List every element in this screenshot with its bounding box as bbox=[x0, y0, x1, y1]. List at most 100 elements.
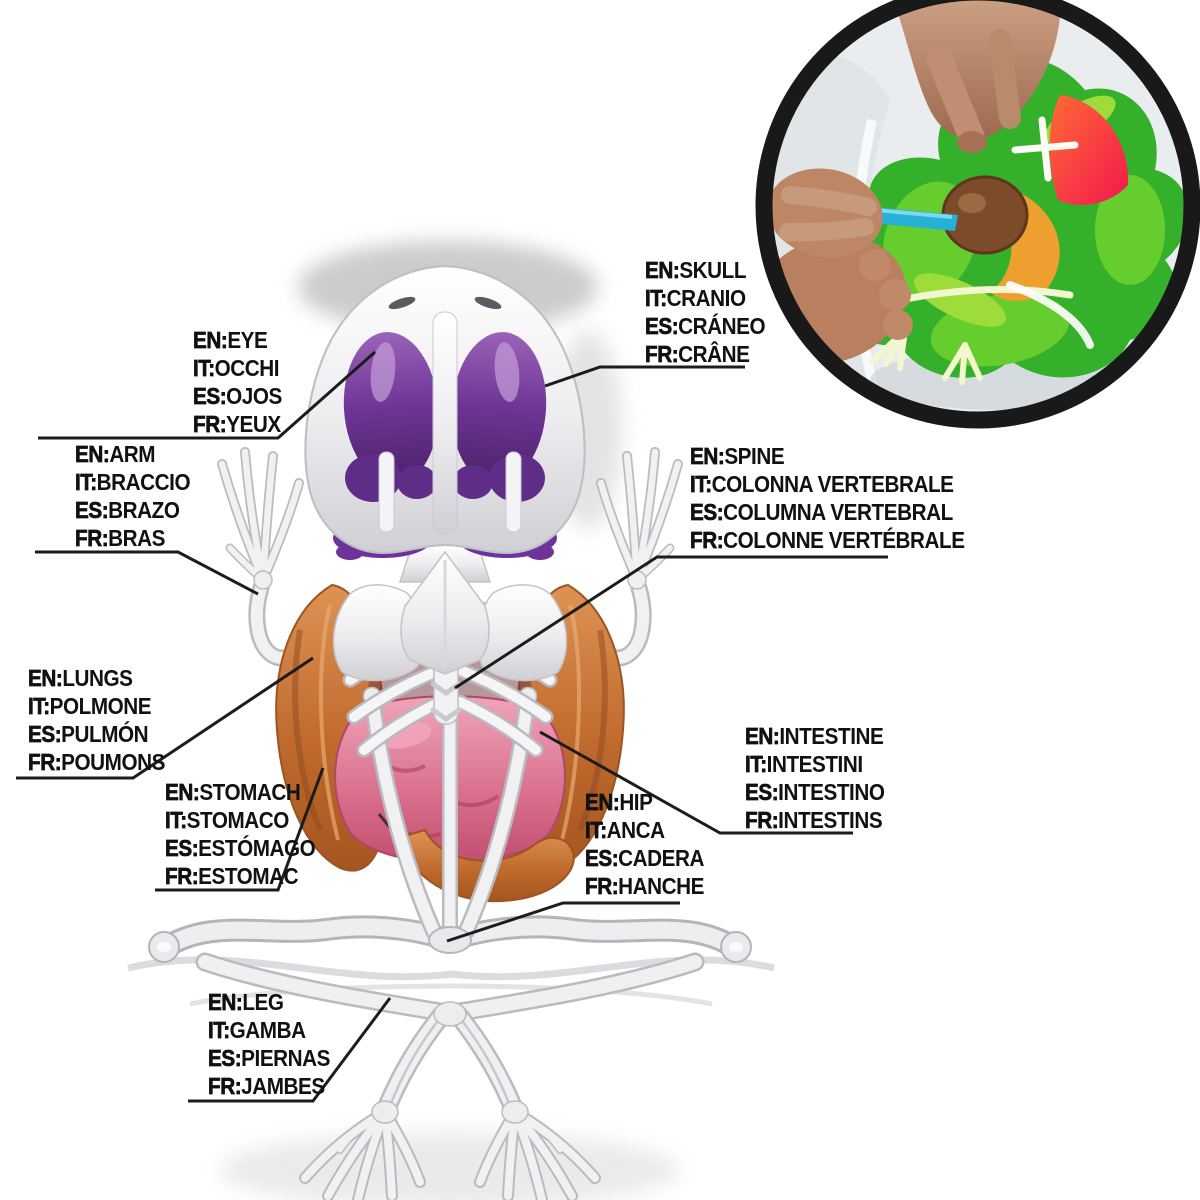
inset-ring bbox=[755, 0, 1200, 429]
gel-skeleton-bones bbox=[869, 116, 1094, 385]
lang-prefix: ES: bbox=[28, 721, 62, 748]
lang-prefix: EN: bbox=[165, 779, 200, 806]
lang-prefix: IT: bbox=[28, 693, 51, 720]
lang-prefix: FR: bbox=[645, 341, 679, 368]
label-spine-fr: COLONNE VERTÉBRALE bbox=[723, 527, 965, 553]
lang-prefix: ES: bbox=[165, 835, 199, 862]
label-stomach: EN:STOMACH IT:STOMACO ES:ESTÓMAGO FR:EST… bbox=[165, 778, 316, 890]
label-hip-it: ANCA bbox=[606, 817, 665, 843]
leader-leg bbox=[188, 997, 392, 1103]
lang-prefix: EN: bbox=[745, 723, 780, 750]
label-lungs: EN:LUNGS IT:POLMONE ES:PULMÓN FR:POUMONS bbox=[28, 664, 166, 776]
lang-prefix: ES: bbox=[585, 845, 619, 872]
lang-prefix: EN: bbox=[28, 665, 63, 692]
lang-prefix: EN: bbox=[75, 441, 110, 468]
lang-prefix: ES: bbox=[690, 499, 724, 526]
inset-photo bbox=[755, 0, 1200, 429]
label-spine-es: COLUMNA VERTEBRAL bbox=[723, 499, 953, 525]
leader-eye bbox=[38, 350, 376, 440]
nostril-left bbox=[388, 296, 416, 310]
label-stomach-it: STOMACO bbox=[186, 807, 290, 833]
lang-prefix: EN: bbox=[208, 989, 243, 1016]
label-stomach-es: ESTÓMAGO bbox=[198, 835, 316, 861]
lang-prefix: IT: bbox=[193, 355, 216, 382]
label-skull-es: CRÁNEO bbox=[678, 313, 766, 339]
lang-prefix: IT: bbox=[165, 807, 188, 834]
label-hip-fr: HANCHE bbox=[618, 873, 704, 899]
label-lungs-it: POLMONE bbox=[49, 693, 152, 719]
lang-prefix: ES: bbox=[745, 779, 779, 806]
lang-prefix: FR: bbox=[745, 807, 779, 834]
lang-prefix: IT: bbox=[745, 751, 768, 778]
lang-prefix: ES: bbox=[645, 313, 679, 340]
lang-prefix: EN: bbox=[585, 789, 620, 816]
lang-prefix: ES: bbox=[193, 383, 227, 410]
label-arm-en: ARM bbox=[109, 441, 156, 467]
lang-prefix: IT: bbox=[75, 469, 98, 496]
label-skull-fr: CRÂNE bbox=[678, 341, 750, 367]
lang-prefix: IT: bbox=[208, 1017, 231, 1044]
label-intestine-it: INTESTINI bbox=[766, 751, 863, 777]
label-eye: EN:EYE IT:OCCHI ES:OJOS FR:YEUX bbox=[193, 326, 283, 438]
label-leg-it: GAMBA bbox=[229, 1017, 306, 1043]
frog-pelvis bbox=[362, 686, 538, 954]
label-arm-fr: BRAS bbox=[108, 525, 165, 551]
leader-stomach bbox=[155, 767, 325, 892]
eye-sockets-purple bbox=[343, 332, 547, 502]
lang-prefix: EN: bbox=[645, 257, 680, 284]
leader-intestine bbox=[539, 730, 853, 835]
lang-prefix: FR: bbox=[75, 525, 109, 552]
label-eye-it: OCCHI bbox=[214, 355, 280, 381]
leader-lungs bbox=[16, 656, 314, 780]
leader-lines bbox=[16, 350, 888, 1103]
label-spine-it: COLONNA VERTEBRALE bbox=[711, 471, 954, 497]
lang-prefix: FR: bbox=[690, 527, 724, 554]
leader-skull bbox=[544, 365, 745, 388]
lang-prefix: FR: bbox=[28, 749, 62, 776]
lang-prefix: IT: bbox=[690, 471, 713, 498]
label-hip: EN:HIP IT:ANCA ES:CADERA FR:HANCHE bbox=[585, 788, 705, 900]
label-intestine: EN:INTESTINE IT:INTESTINI ES:INTESTINO F… bbox=[745, 722, 885, 834]
label-intestine-es: INTESTINO bbox=[778, 779, 885, 805]
label-leg-fr: JAMBES bbox=[241, 1073, 325, 1099]
label-leg-en: LEG bbox=[242, 989, 284, 1015]
label-arm: EN:ARM IT:BRACCIO ES:BRAZO FR:BRAS bbox=[75, 440, 191, 552]
leader-hip bbox=[446, 901, 680, 943]
lang-prefix: FR: bbox=[208, 1073, 242, 1100]
label-hip-en: HIP bbox=[619, 789, 653, 815]
lang-prefix: FR: bbox=[193, 411, 227, 438]
label-eye-en: EYE bbox=[227, 327, 268, 353]
lang-prefix: EN: bbox=[690, 443, 725, 470]
lang-prefix: ES: bbox=[208, 1045, 242, 1072]
lang-prefix: FR: bbox=[585, 873, 619, 900]
frog-shoulder-girdle bbox=[332, 544, 568, 682]
lang-prefix: ES: bbox=[75, 497, 109, 524]
label-stomach-fr: ESTOMAC bbox=[198, 863, 299, 889]
label-arm-it: BRACCIO bbox=[96, 469, 191, 495]
label-lungs-es: PULMÓN bbox=[61, 721, 149, 747]
nostril-right bbox=[474, 296, 502, 310]
frog-skull bbox=[304, 264, 586, 560]
lang-prefix: EN: bbox=[193, 327, 228, 354]
lang-prefix: IT: bbox=[645, 285, 668, 312]
label-spine-en: SPINE bbox=[724, 443, 785, 469]
label-hip-es: CADERA bbox=[618, 845, 705, 871]
label-skull: EN:SKULL IT:CRANIO ES:CRÁNEO FR:CRÂNE bbox=[645, 256, 766, 368]
label-eye-fr: YEUX bbox=[226, 411, 281, 437]
label-eye-es: OJOS bbox=[226, 383, 282, 409]
lang-prefix: IT: bbox=[585, 817, 608, 844]
label-leg-es: PIERNAS bbox=[241, 1045, 331, 1071]
label-arm-es: BRAZO bbox=[108, 497, 180, 523]
label-stomach-en: STOMACH bbox=[199, 779, 301, 805]
label-lungs-en: LUNGS bbox=[62, 665, 133, 691]
label-leg: EN:LEG IT:GAMBA ES:PIERNAS FR:JAMBES bbox=[208, 988, 331, 1100]
leader-spine bbox=[454, 555, 888, 690]
label-skull-en: SKULL bbox=[679, 257, 747, 283]
label-skull-it: CRANIO bbox=[666, 285, 746, 311]
label-spine: EN:SPINE IT:COLONNA VERTEBRALE ES:COLUMN… bbox=[690, 442, 965, 554]
lang-prefix: FR: bbox=[165, 863, 199, 890]
label-intestine-fr: INTESTINS bbox=[778, 807, 883, 833]
label-lungs-fr: POUMONS bbox=[61, 749, 165, 775]
